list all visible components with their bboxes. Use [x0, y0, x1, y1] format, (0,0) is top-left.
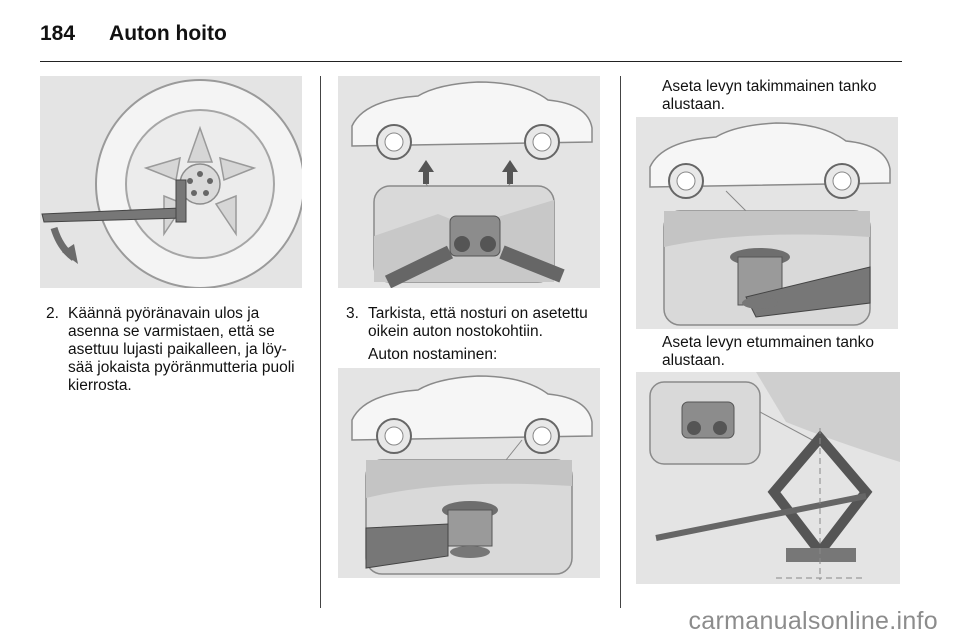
header-rule	[40, 61, 902, 62]
rear-bar-illustration	[636, 117, 898, 329]
step-2-text: Käännä pyöränavain ulos ja asenna se var…	[68, 305, 295, 394]
column-divider-left	[320, 76, 321, 608]
scissor-jack-illustration	[636, 372, 900, 584]
section-title: Auton hoito	[109, 22, 227, 45]
step-2: 2. Käännä pyöränavain ulos ja asenna se …	[46, 305, 316, 395]
watermark: carmanualsonline.info	[688, 607, 938, 635]
step-2-number: 2.	[46, 305, 59, 322]
page-number: 184	[40, 22, 76, 45]
page-header: 184 Auton hoito	[40, 14, 227, 54]
front-bar-instruction: Aseta levyn etummainen tanko alustaan.	[662, 334, 874, 369]
jack-pad-illustration	[338, 368, 600, 578]
jack-positioning-illustration	[338, 76, 600, 288]
wheel-wrench-illustration	[40, 76, 302, 288]
step-3: 3. Tarkista, että nosturi on asetettu oi…	[346, 305, 616, 345]
column-divider-right	[620, 76, 621, 608]
step-3-text: Tarkista, että nosturi on asetettu oikei…	[368, 305, 588, 340]
step-3-number: 3.	[346, 305, 359, 322]
lifting-subheading: Auton nostaminen:	[368, 346, 498, 363]
rear-bar-instruction: Aseta levyn takimmainen tanko alustaan.	[662, 78, 877, 113]
